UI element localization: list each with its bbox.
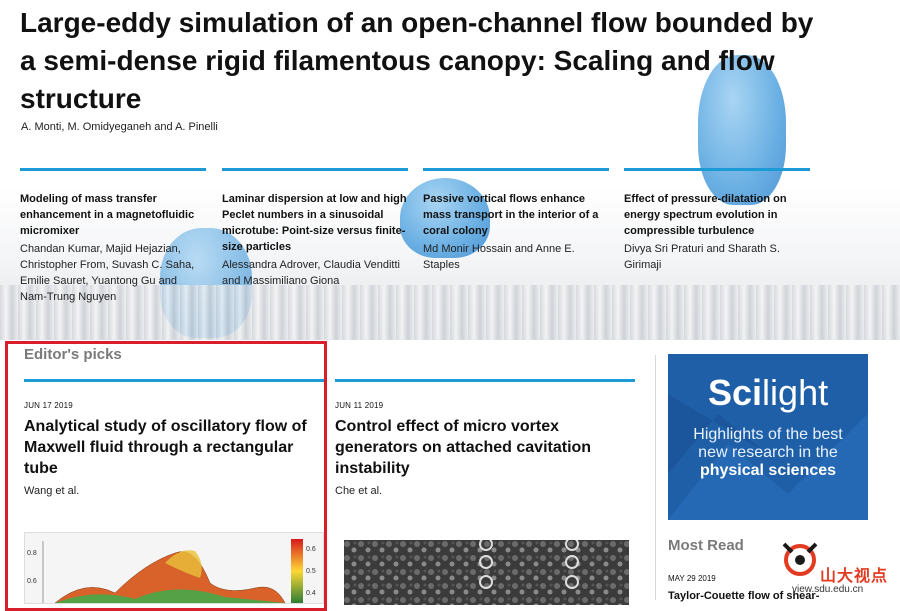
pick-date: JUN 11 2019 [335, 401, 384, 410]
most-read-date: MAY 29 2019 [668, 574, 716, 583]
featured-article-title[interactable]: Effect of pressure-dilatation on energy … [624, 193, 787, 237]
featured-article-authors: Md Monir Hossain and Anne E. Staples [423, 243, 575, 271]
most-read-article-title[interactable]: Taylor-Couette flow of shear- [668, 590, 820, 602]
watermark: 山大视点 view.sdu.edu.cn [778, 536, 900, 600]
article-authors: A. Monti, M. Omidyeganeh and A. Pinelli [21, 121, 218, 133]
article-title[interactable]: Large-eddy simulation of an open-channel… [20, 7, 814, 114]
droplet-graphic [400, 178, 490, 258]
featured-accent-bar [423, 168, 609, 171]
featured-article-authors: Chandan Kumar, Majid Hejazian, Christoph… [20, 243, 195, 303]
featured-article-title[interactable]: Passive vortical flows enhance mass tran… [423, 193, 599, 237]
most-read-heading: Most Read [668, 537, 744, 554]
column-divider [655, 355, 656, 600]
colorbar-tick: 0.4 [306, 590, 316, 597]
surface-plot-thumbnail[interactable]: 0.8 0.6 0.6 0.5 0.4 [24, 532, 324, 604]
watermark-text: 山大视点 [820, 568, 889, 585]
watermark-url: view.sdu.edu.cn [792, 584, 864, 595]
scilight-banner[interactable]: Scilight Highlights of the best new rese… [668, 354, 868, 520]
featured-article[interactable]: Passive vortical flows enhance mass tran… [423, 168, 609, 273]
colorbar-tick: 0.6 [306, 546, 316, 553]
filament-canopy-graphic [0, 285, 900, 340]
cavitation-image-thumbnail[interactable] [344, 540, 629, 605]
pick-title[interactable]: Analytical study of oscillatory flow of … [24, 418, 307, 477]
scilight-tagline: Highlights of the best new research in t… [693, 426, 843, 479]
featured-accent-bar [624, 168, 810, 171]
plot-ytick: 0.8 [27, 550, 37, 557]
featured-article[interactable]: Laminar dispersion at low and high Pecle… [222, 168, 408, 289]
pick-authors: Che et al. [335, 485, 383, 497]
featured-article-authors: Alessandra Adrover, Claudia Venditti and… [222, 259, 400, 287]
pick-authors: Wang et al. [24, 485, 80, 497]
featured-article-title[interactable]: Modeling of mass transfer enhancement in… [20, 193, 195, 237]
plot-ytick: 0.6 [27, 578, 37, 585]
featured-article[interactable]: Modeling of mass transfer enhancement in… [20, 168, 206, 305]
pick-accent-bar [24, 379, 324, 382]
editors-picks-heading: Editor's picks [24, 346, 122, 363]
editors-pick-card[interactable]: JUN 11 2019 Control effect of micro vort… [335, 379, 635, 497]
cavitation-image-graphic [344, 540, 629, 605]
featured-article[interactable]: Effect of pressure-dilatation on energy … [624, 168, 810, 273]
surface-plot-graphic: 0.8 0.6 0.6 0.5 0.4 [27, 539, 316, 603]
featured-accent-bar [20, 168, 206, 171]
featured-article-title[interactable]: Laminar dispersion at low and high Pecle… [222, 193, 407, 253]
featured-article-authors: Divya Sri Praturi and Sharath S. Girimaj… [624, 243, 780, 271]
pick-date: JUN 17 2019 [24, 401, 73, 410]
scilight-background-graphic [668, 394, 868, 520]
colorbar-tick: 0.5 [306, 568, 316, 575]
editors-pick-card[interactable]: JUN 17 2019 Analytical study of oscillat… [24, 379, 324, 497]
droplet-graphic [698, 55, 786, 205]
pick-title[interactable]: Control effect of micro vortex generator… [335, 418, 592, 477]
featured-accent-bar [222, 168, 408, 171]
pick-accent-bar [335, 379, 635, 382]
scilight-logo: Scilight [708, 372, 829, 413]
watermark-logo-icon [782, 542, 818, 576]
